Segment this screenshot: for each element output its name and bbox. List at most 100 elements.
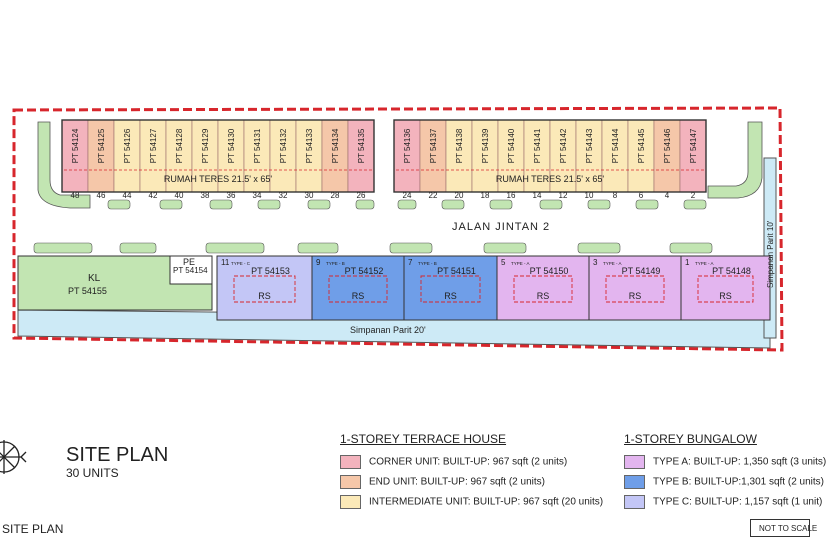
house-number: 2 — [691, 191, 696, 200]
legend-corner-unit: CORNER UNIT: BUILT-UP: 967 sqft (2 units… — [340, 455, 567, 469]
verge-pad — [397, 199, 417, 210]
lot-number: PT 54138 — [455, 128, 464, 163]
house-number: 30 — [305, 191, 314, 200]
bungalow-lot — [311, 255, 405, 321]
unit-type: TYPE - A — [695, 261, 714, 266]
lot-number: PT 54144 — [611, 128, 620, 163]
kl-lot-number: PT 54155 — [68, 286, 107, 296]
terrace-legend-heading: 1-STOREY TERRACE HOUSE — [340, 432, 507, 446]
legend-end-unit: END UNIT: BUILT-UP: 967 sqft (2 units) — [340, 475, 545, 489]
units-count: 30 UNITS — [66, 466, 119, 480]
bungalow-lot-number: PT 54150 — [530, 266, 569, 276]
verge-pad — [33, 242, 93, 254]
house-number: 24 — [403, 191, 412, 200]
verge-pad — [307, 199, 331, 210]
side-road-label: Simpanan Parit 10' — [766, 220, 775, 288]
verge-pad — [483, 242, 527, 254]
house-number: 32 — [279, 191, 288, 200]
rs-label: RS — [629, 291, 642, 301]
bungalow-lot-number: PT 54149 — [622, 266, 661, 276]
house-number: 38 — [201, 191, 210, 200]
bungalow-lot — [403, 255, 498, 321]
pe-lot-number: PT 54154 — [173, 266, 208, 275]
terrace-lot — [191, 119, 219, 193]
unit-number: 9 — [316, 258, 321, 267]
lot-number: PT 54145 — [637, 128, 646, 163]
swatch-type-a — [624, 455, 645, 469]
rs-label: RS — [258, 291, 271, 301]
terrace-lot — [243, 119, 271, 193]
legend-type-a: TYPE A: BUILT-UP: 1,350 sqft (3 units) — [624, 455, 826, 469]
house-number: 4 — [665, 191, 670, 200]
terrace-caption: RUMAH TERES 21.5' x 65' — [164, 174, 273, 184]
verge-pad — [669, 242, 713, 254]
house-number: 14 — [533, 191, 542, 200]
block-outline — [393, 119, 707, 193]
legend-type-b: TYPE B: BUILT-UP:1,301 sqft (2 units) — [624, 475, 824, 489]
terrace-lot — [87, 119, 115, 193]
terrace-lot — [217, 119, 245, 193]
terrace-caption: RUMAH TERES 21.5' x 65' — [496, 174, 605, 184]
verge-pad — [683, 199, 707, 210]
house-number: 8 — [613, 191, 618, 200]
rs-label: RS — [444, 291, 457, 301]
terrace-lot — [679, 119, 707, 193]
lot-number: PT 54126 — [123, 128, 132, 163]
swatch-corner — [340, 455, 361, 469]
house-number: 40 — [175, 191, 184, 200]
house-number: 28 — [331, 191, 340, 200]
house-number: 6 — [639, 191, 644, 200]
lot-number: PT 54130 — [227, 128, 236, 163]
page-title: SITE PLAN — [66, 444, 169, 466]
house-number: 42 — [149, 191, 158, 200]
road-label: JALAN JINTAN 2 — [452, 221, 550, 233]
lot-number: PT 54139 — [481, 128, 490, 163]
unit-number: 1 — [685, 258, 690, 267]
verge-pad — [297, 242, 339, 254]
verge-pad — [635, 199, 659, 210]
unit-type: TYPE - A — [603, 261, 622, 266]
rs-label: RS — [537, 291, 550, 301]
lot-number: PT 54131 — [253, 128, 262, 163]
lot-number: PT 54133 — [305, 128, 314, 163]
unit-type: TYPE - C — [231, 261, 251, 266]
terrace-lot — [347, 119, 375, 193]
house-number: 12 — [559, 191, 568, 200]
bungalow-lot — [680, 255, 771, 321]
house-number: 46 — [97, 191, 106, 200]
terrace-lot — [523, 119, 551, 193]
lot-number: PT 54146 — [663, 128, 672, 163]
lot-number: PT 54129 — [201, 128, 210, 163]
unit-type: TYPE - B — [418, 261, 437, 266]
unit-type: TYPE - B — [326, 261, 345, 266]
verge-pad — [257, 199, 281, 210]
verge-pad — [209, 199, 233, 210]
house-number: 34 — [253, 191, 262, 200]
rear-road-label: Simpanan Parit 20' — [350, 325, 426, 335]
terrace-lot — [139, 119, 167, 193]
house-number: 22 — [429, 191, 438, 200]
unit-number: 3 — [593, 258, 598, 267]
lot-number: PT 54128 — [175, 128, 184, 163]
north-arrow-icon — [0, 440, 27, 474]
bungalow-lot-number: PT 54151 — [437, 266, 476, 276]
lot-number: PT 54147 — [689, 128, 698, 163]
swatch-type-b — [624, 475, 645, 489]
unit-number: 5 — [501, 258, 506, 267]
scale-note: NOT TO SCALE — [750, 519, 817, 537]
verge-pad — [355, 199, 375, 210]
kl-lot — [17, 255, 213, 311]
house-number: 26 — [357, 191, 366, 200]
terrace-lot — [653, 119, 681, 193]
terrace-lot — [269, 119, 297, 193]
corner-landscape — [37, 121, 91, 209]
bungalow-lot — [216, 255, 313, 321]
swatch-type-c — [624, 495, 645, 509]
bungalow-lot-number: PT 54152 — [345, 266, 384, 276]
lot-number: PT 54140 — [507, 128, 516, 163]
lot-number: PT 54143 — [585, 128, 594, 163]
verge-pad — [577, 242, 621, 254]
